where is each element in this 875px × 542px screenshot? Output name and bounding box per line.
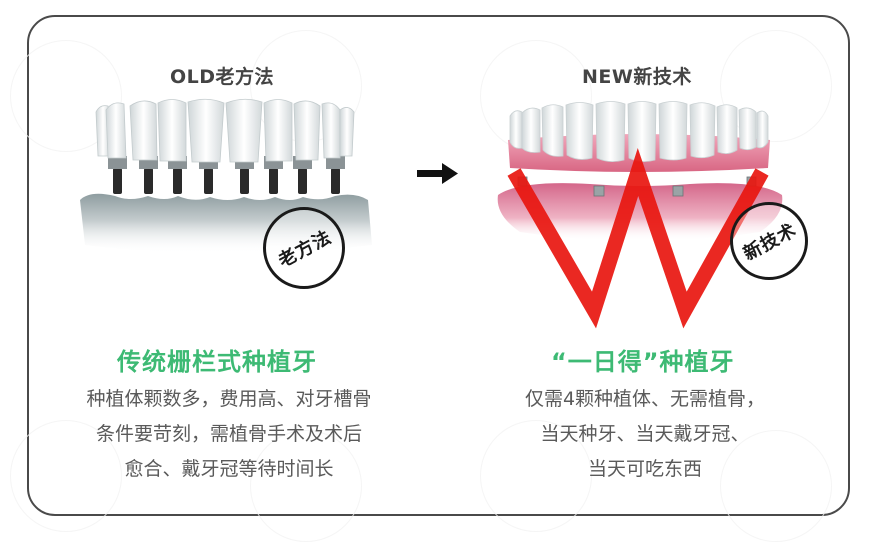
- red-w-mark-icon: [507, 148, 769, 329]
- new-method-title: NEW新技术: [582, 66, 692, 88]
- new-method-heading: “一日得”种植牙: [551, 348, 735, 376]
- new-method-description: 仅需4颗种植体、无需植骨， 当天种牙、当天戴牙冠、 当天可吃东西: [505, 382, 785, 487]
- old-desc-line: 条件要苛刻，需植骨手术及术后: [95, 423, 362, 445]
- new-desc-line: 仅需4颗种植体、无需植骨，: [524, 388, 766, 410]
- watermark-logo: [10, 40, 122, 152]
- old-method-heading: 传统栅栏式种植牙: [117, 348, 317, 376]
- old-crowns-icon: [95, 98, 355, 163]
- new-lower-gum-icon: [497, 183, 783, 241]
- right-arrow-icon: [417, 163, 458, 184]
- watermark-logo: [480, 420, 592, 532]
- new-bridge-teeth-icon: [509, 101, 769, 162]
- old-desc-line: 愈合、戴牙冠等待时间长: [124, 458, 334, 480]
- old-desc-line: 种植体颗数多，费用高、对牙槽骨: [86, 388, 372, 410]
- old-method-description: 种植体颗数多，费用高、对牙槽骨 条件要苛刻，需植骨手术及术后 愈合、戴牙冠等待时…: [64, 382, 394, 487]
- new-method-stamp: 新技术: [730, 202, 808, 280]
- old-implants-icon: [113, 168, 340, 194]
- old-stamp-label: 老方法: [274, 226, 335, 272]
- watermark-logo: [10, 420, 122, 532]
- old-method-stamp: 老方法: [263, 207, 345, 289]
- new-desc-line: 当天种牙、当天戴牙冠、: [540, 423, 750, 445]
- old-method-title: OLD老方法: [170, 66, 275, 88]
- new-desc-line: 当天可吃东西: [587, 458, 702, 480]
- watermark-logo: [720, 30, 832, 142]
- new-stamp-label: 新技术: [739, 219, 800, 265]
